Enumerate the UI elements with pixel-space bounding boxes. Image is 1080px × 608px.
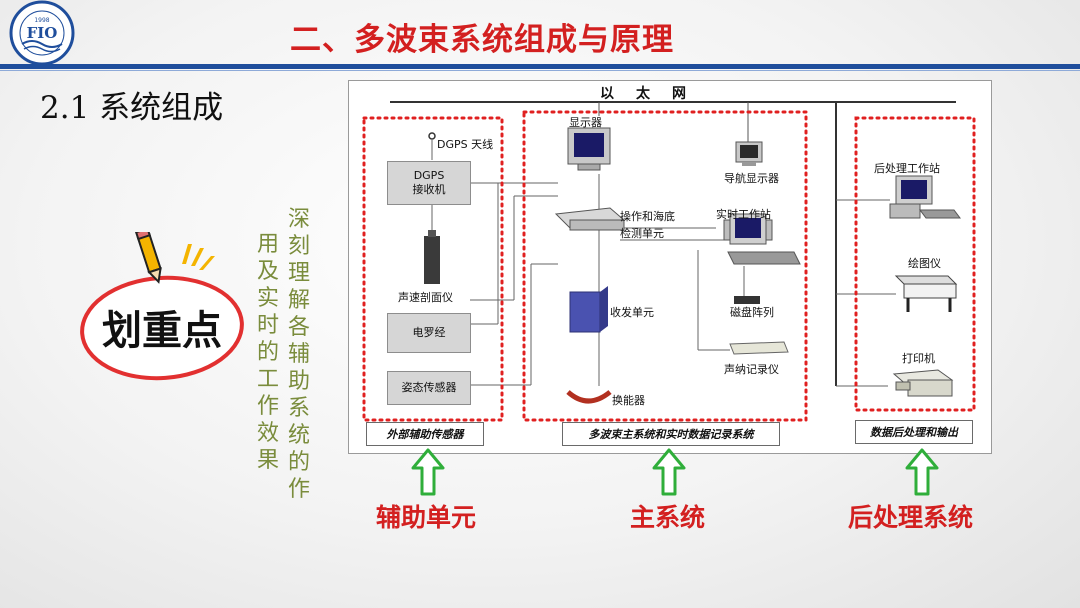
dgps-receiver-line1: DGPS <box>413 169 445 182</box>
post-system-label: 后处理系统 <box>848 503 974 532</box>
post-workstation-label: 后处理工作站 <box>874 162 940 175</box>
header-divider-thin <box>0 70 1080 71</box>
post-caption: 数据后处理和输出 <box>855 420 973 444</box>
gyro-box: 电罗经 <box>387 313 471 353</box>
pencil-icon <box>134 232 162 284</box>
transducer-label: 换能器 <box>612 394 645 407</box>
note-column-1: 深刻理解各辅助系统的作 <box>287 207 310 502</box>
arrow-up-icon <box>411 448 445 496</box>
note-column-2: 用及实时的工作效果 <box>256 232 279 473</box>
header-divider <box>0 64 1080 69</box>
monitor-icon <box>567 127 611 171</box>
section-title: 2.1 系统组成 <box>40 90 224 126</box>
nav-display-label: 导航显示器 <box>724 172 779 185</box>
display-label: 显示器 <box>569 116 602 129</box>
attitude-sensor-box: 姿态传感器 <box>387 371 471 405</box>
dgps-receiver-box: DGPS 接收机 <box>387 161 471 205</box>
disk-array-label: 磁盘阵列 <box>730 306 774 319</box>
sonar-recorder-icon <box>729 341 789 355</box>
aux-caption: 外部辅助传感器 <box>366 422 484 446</box>
control-unit-label-2: 检测单元 <box>620 227 664 240</box>
sound-velocity-label: 声速剖面仪 <box>398 291 453 304</box>
sound-velocity-probe-icon <box>424 230 440 284</box>
workstation-label: 实时工作站 <box>716 208 771 221</box>
sparkle-icon <box>182 244 215 270</box>
plotter-label: 绘图仪 <box>908 257 941 270</box>
plotter-icon <box>894 275 958 312</box>
dgps-antenna-label: DGPS 天线 <box>437 138 494 151</box>
disk-array-icon <box>734 296 760 304</box>
main-group-outline <box>522 110 808 422</box>
arrow-up-icon <box>905 448 939 496</box>
system-diagram-lines <box>362 101 976 422</box>
stamp-text: 划重点 <box>102 308 222 354</box>
transceiver-label: 收发单元 <box>610 306 654 319</box>
highlight-stamp: 划重点 <box>80 232 244 381</box>
arrow-up-icon <box>652 448 686 496</box>
dgps-receiver-line2: 接收机 <box>412 183 446 196</box>
sonar-recorder-label: 声纳记录仪 <box>724 363 779 376</box>
aux-unit-label: 辅助单元 <box>376 503 477 532</box>
post-group-outline <box>854 116 976 412</box>
main-system-label: 主系统 <box>630 503 706 532</box>
post-workstation-icon <box>889 175 961 219</box>
institute-logo: FIO 1998 <box>9 0 75 66</box>
printer-icon <box>892 369 954 397</box>
printer-label: 打印机 <box>902 352 935 365</box>
page-title: 二、多波束系统组成与原理 <box>290 22 674 58</box>
control-unit-icon <box>554 207 626 231</box>
ethernet-label: 以太网 <box>600 86 708 102</box>
transceiver-icon <box>569 286 608 333</box>
aux-group-outline <box>362 116 504 422</box>
main-caption: 多波束主系统和实时数据记录系统 <box>562 422 780 446</box>
control-unit-label-1: 操作和海底 <box>620 210 675 223</box>
logo-text: FIO <box>27 24 58 42</box>
transducer-icon <box>566 390 612 404</box>
logo-year: 1998 <box>34 17 49 24</box>
antenna-icon <box>428 132 436 140</box>
nav-display-icon <box>735 141 763 166</box>
workstation-icon <box>723 213 801 265</box>
